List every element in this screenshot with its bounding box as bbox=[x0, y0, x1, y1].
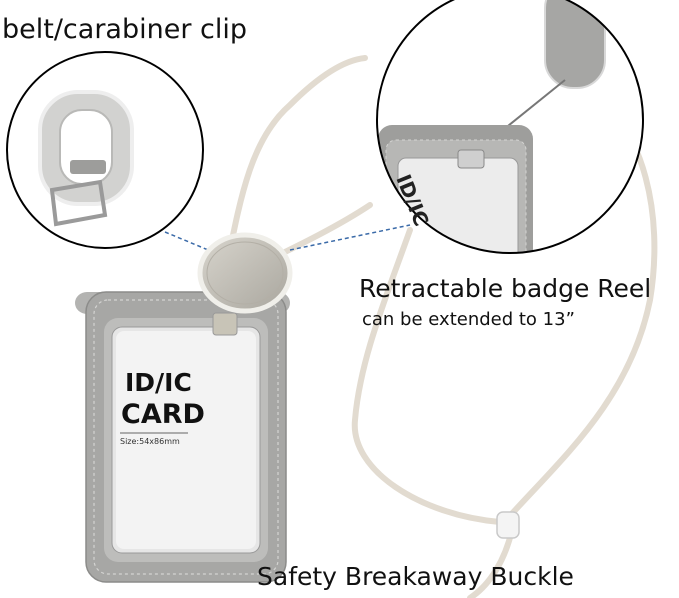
belt-clip-metal bbox=[49, 179, 108, 227]
lanyard-cord-tail bbox=[467, 527, 515, 598]
label-reel-extension: can be extended to 13” bbox=[362, 309, 575, 330]
badge-holder bbox=[75, 291, 290, 583]
zoom-reel-body bbox=[544, 0, 606, 89]
callout-line-clip bbox=[164, 231, 214, 253]
lanyard-cord bbox=[222, 55, 368, 278]
clip-zoom-circle bbox=[6, 51, 204, 249]
label-breakaway-buckle: Safety Breakaway Buckle bbox=[257, 562, 574, 591]
label-retractable-reel: Retractable badge Reel bbox=[359, 274, 652, 303]
reel-zoom-circle bbox=[376, 0, 644, 254]
retractable-reel bbox=[197, 232, 293, 336]
card-line-2: CARD bbox=[121, 399, 205, 430]
label-belt-clip: belt/carabiner clip bbox=[2, 14, 248, 45]
lanyard-cord-loop bbox=[351, 227, 503, 525]
breakaway-buckle bbox=[496, 511, 520, 539]
card-size: Size:54x86mm bbox=[120, 437, 180, 446]
card-line-1: ID/IC bbox=[125, 368, 192, 397]
